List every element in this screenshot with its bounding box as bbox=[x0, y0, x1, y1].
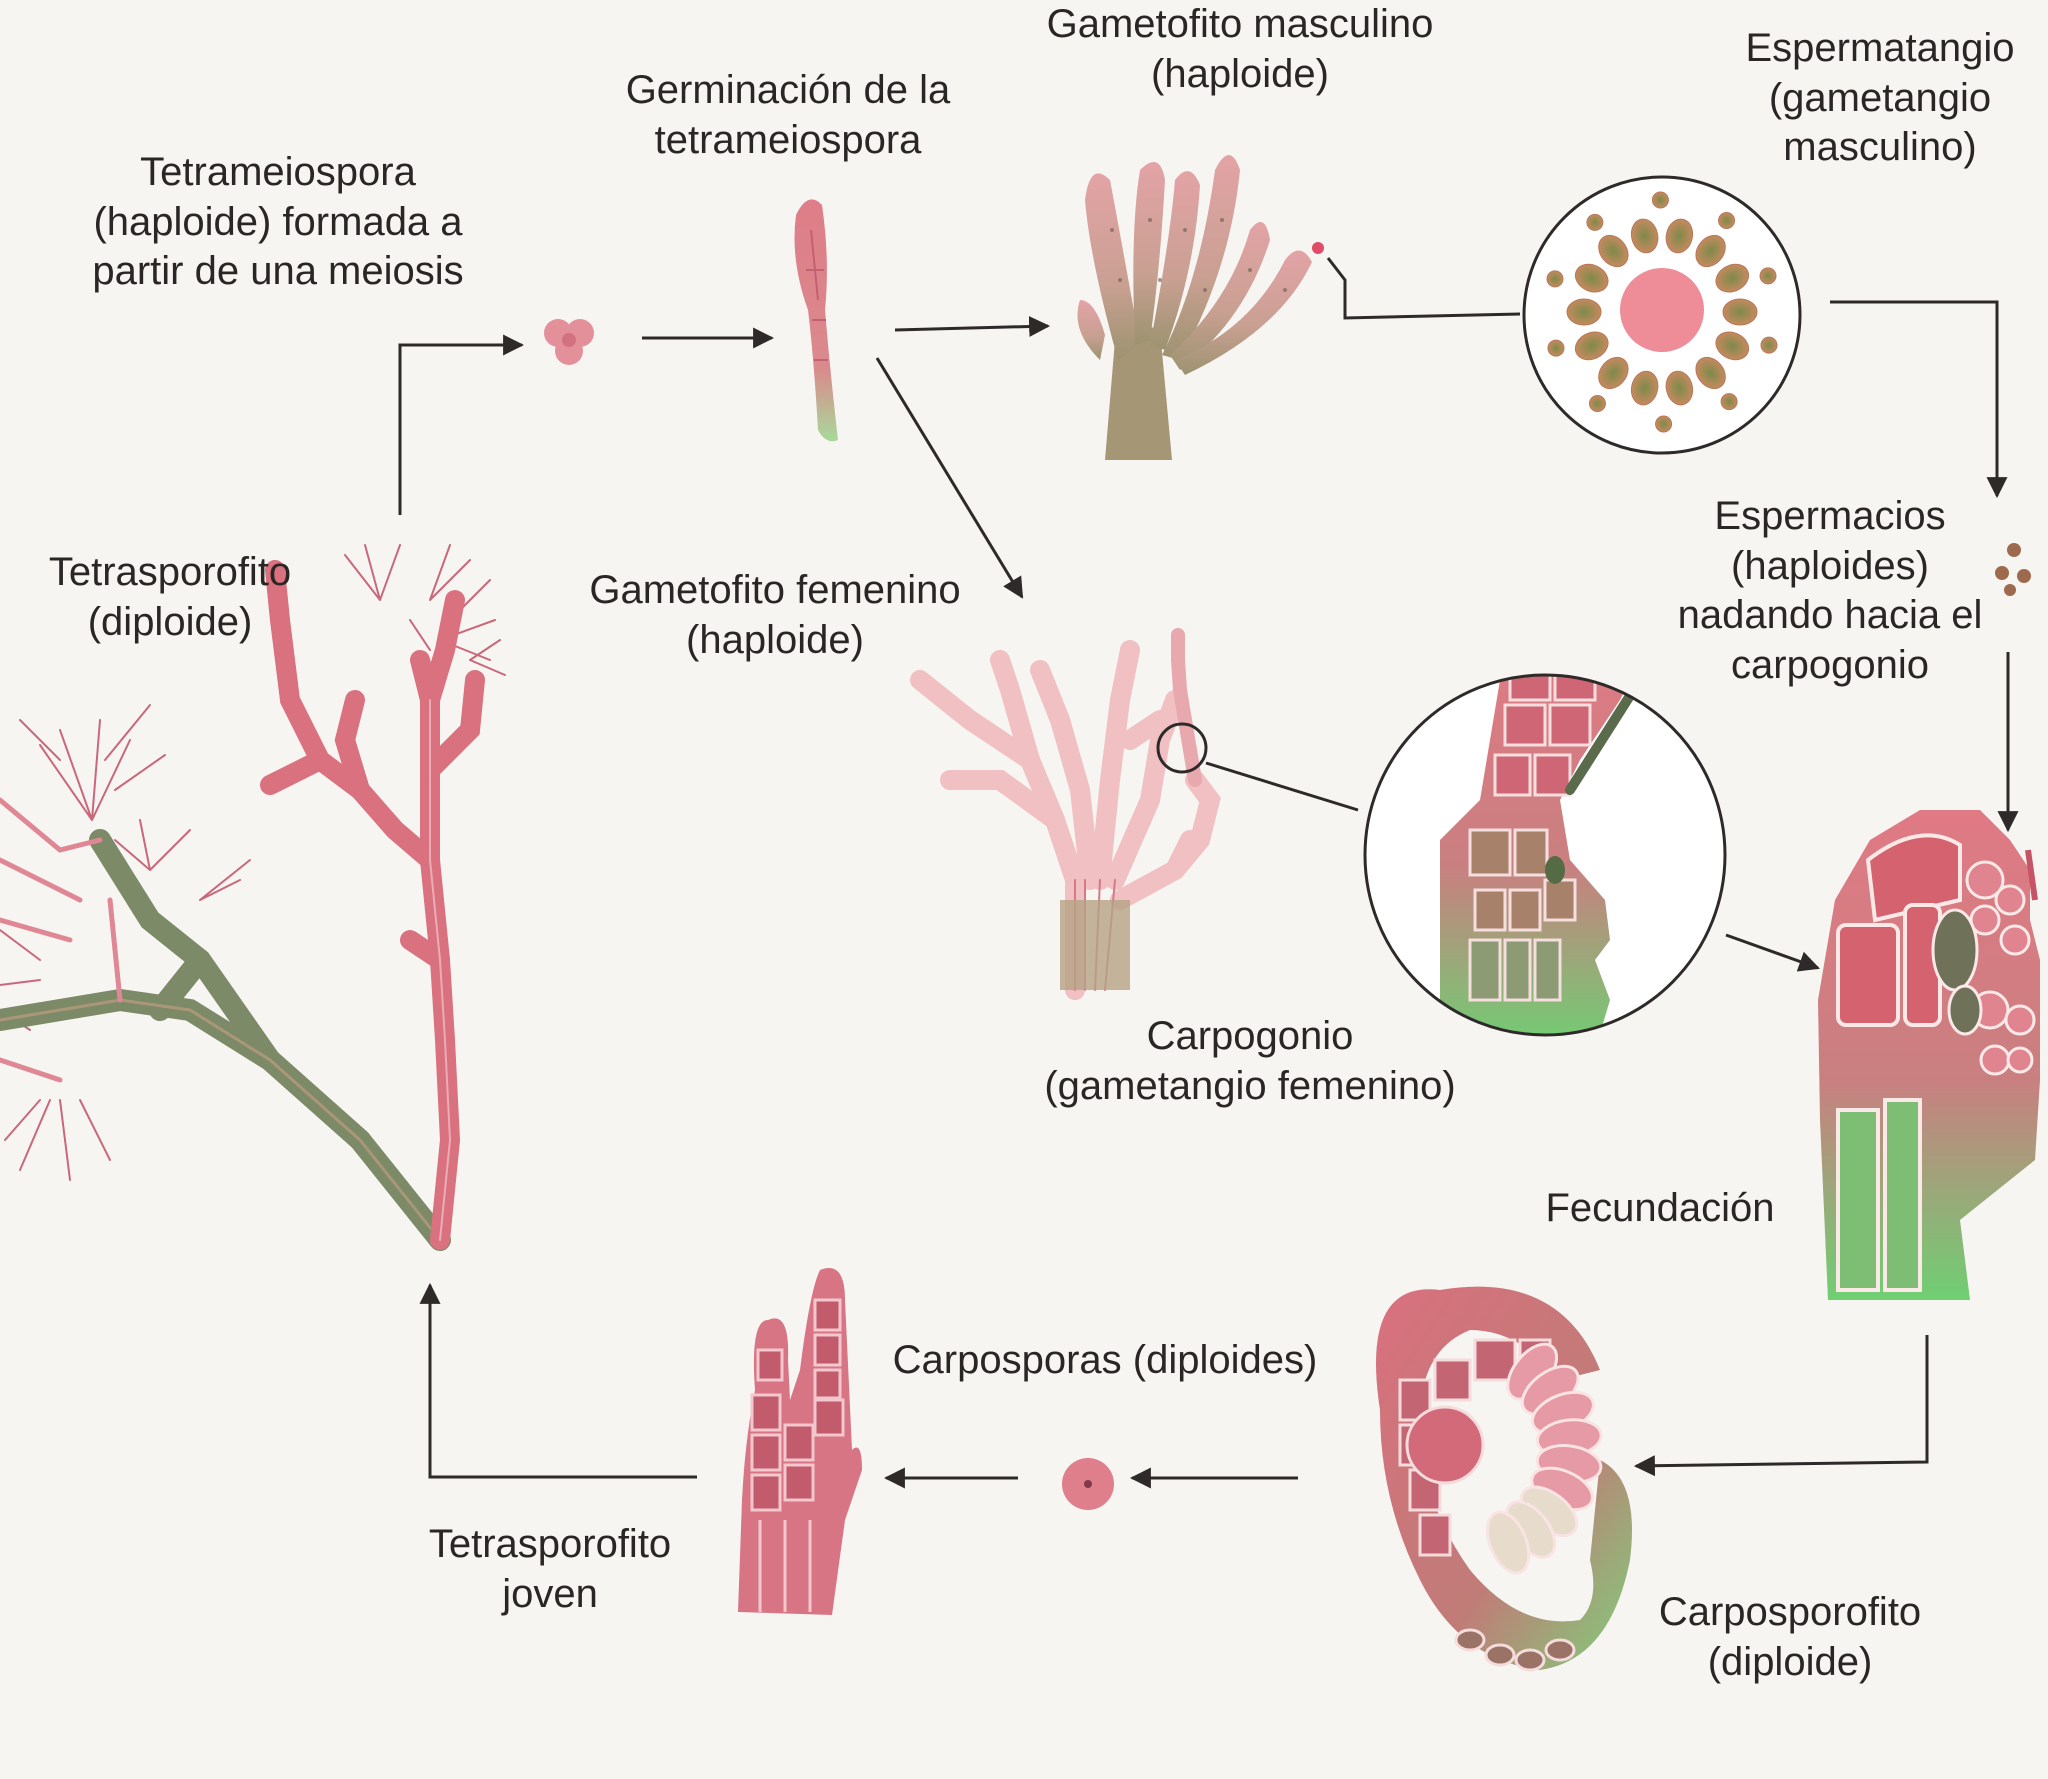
gametofito-masculino-illustration bbox=[1077, 155, 1324, 460]
spermatium-cell bbox=[1695, 356, 1726, 390]
label-carposporofito: Carposporofito (diploide) bbox=[1630, 1588, 1950, 1687]
label-tetrasporofito-line-1: Tetrasporofito bbox=[48, 550, 292, 594]
label-germinacion-line-1: Germinación de la bbox=[625, 68, 951, 112]
spermatium-cell bbox=[1715, 263, 1750, 293]
gametofito-femenino-illustration bbox=[910, 628, 1221, 1000]
espermatangio-illustration bbox=[1522, 175, 1802, 455]
label-espermatangio-line-3: masculino) bbox=[1783, 125, 1977, 170]
spermatium-cell bbox=[1566, 298, 1602, 326]
label-carposporofito-line-2: (diploide) bbox=[1707, 1639, 1873, 1684]
label-carposporas-line-1: Carposporas (diploides) bbox=[892, 1338, 1318, 1382]
label-espermatangio-line-1: Espermatangio bbox=[1745, 26, 2015, 70]
label-gametofito-masculino-line-2: (haploide) bbox=[1151, 51, 1329, 96]
label-gametofito-femenino-line-1: Gametofito femenino bbox=[589, 568, 961, 612]
spermatium-cell bbox=[1665, 218, 1694, 254]
arrow-fecundacion-to-carposporofito bbox=[1633, 1335, 1929, 1477]
arrow-germinacion-to-gametofito-masculino bbox=[894, 315, 1051, 337]
label-tetrameiospora-line-2: (haploide) formada a bbox=[93, 199, 463, 244]
spermatium-cell bbox=[1598, 356, 1629, 390]
germinacion-illustration bbox=[794, 199, 838, 442]
tetrasporofito-joven-illustration bbox=[738, 1268, 862, 1615]
cycle-arrows bbox=[398, 257, 2019, 1489]
spermatium-cell bbox=[1718, 211, 1736, 229]
label-tetrasporofito-joven-line-2: joven bbox=[502, 1571, 598, 1616]
spermatium-cell bbox=[1722, 298, 1758, 326]
carpogonio-illustration bbox=[1363, 673, 1727, 1037]
label-germinacion: Germinación de la tetrameiospora bbox=[588, 66, 988, 165]
label-carposporofito-line-1: Carposporofito bbox=[1658, 1590, 1922, 1634]
arrow-young-tetrasporofito-to-tetrasporofito bbox=[419, 1282, 697, 1479]
label-espermacios-line-1: Espermacios bbox=[1714, 494, 1946, 538]
label-espermacios-line-3: nadando hacia el bbox=[1677, 593, 1983, 638]
tetrasporofito-illustration bbox=[0, 544, 506, 1251]
tetrameiospora-illustration bbox=[544, 319, 594, 365]
label-gametofito-masculino-line-1: Gametofito masculino bbox=[1046, 2, 1434, 46]
label-gametofito-femenino: Gametofito femenino (haploide) bbox=[550, 566, 1000, 665]
label-carpogonio-line-2: (gametangio femenino) bbox=[1044, 1063, 1456, 1108]
label-fecundacion: Fecundación bbox=[1500, 1184, 1820, 1234]
spermatium-cell bbox=[1547, 339, 1565, 357]
spermatium-cell bbox=[1588, 395, 1606, 413]
connector-male-to-espermatangio bbox=[1326, 257, 1521, 320]
spermatium-cell bbox=[1630, 218, 1659, 254]
spermatium-cell bbox=[1630, 370, 1659, 406]
arrow-tetrasporofito-to-tetrameiospora bbox=[398, 334, 525, 515]
label-carpogonio: Carpogonio (gametangio femenino) bbox=[1000, 1012, 1500, 1111]
label-tetrasporofito: Tetrasporofito (diploide) bbox=[20, 548, 320, 647]
spermatium-cell bbox=[1586, 213, 1604, 231]
label-carpogonio-line-1: Carpogonio bbox=[1146, 1014, 1354, 1058]
label-espermacios-line-2: (haploides) bbox=[1731, 543, 1929, 588]
connector-female-to-carpogonio bbox=[1205, 761, 1359, 812]
spermatium-cell bbox=[1655, 415, 1673, 433]
spermatium-cell bbox=[1574, 331, 1609, 361]
spermatium-cell bbox=[1546, 270, 1564, 288]
spermatium-cell bbox=[1695, 234, 1726, 268]
label-carposporas: Carposporas (diploides) bbox=[855, 1336, 1355, 1386]
carposporofito-illustration bbox=[1376, 1286, 1632, 1672]
spermatium-cell bbox=[1760, 336, 1778, 354]
label-tetrasporofito-joven: Tetrasporofito joven bbox=[390, 1520, 710, 1619]
label-tetrameiospora-line-3: partir de una meiosis bbox=[92, 249, 464, 294]
label-tetrameiospora: Tetrameiospora (haploide) formada a part… bbox=[68, 148, 488, 297]
label-espermatangio: Espermatangio (gametangio masculino) bbox=[1710, 24, 2048, 173]
label-germinacion-line-2: tetrameiospora bbox=[654, 117, 922, 162]
spermatium-cell bbox=[1651, 191, 1669, 209]
spermatium-cell bbox=[1759, 267, 1777, 285]
arrow-carpogonio-to-fecundacion bbox=[1725, 933, 1820, 972]
espermacios-illustration bbox=[1995, 543, 2031, 596]
spermatium-cell bbox=[1715, 331, 1750, 361]
label-fecundacion-line-1: Fecundación bbox=[1545, 1186, 1775, 1230]
label-tetrameiospora-line-1: Tetrameiospora bbox=[140, 150, 416, 194]
label-espermacios-line-4: carpogonio bbox=[1731, 642, 1929, 687]
label-espermatangio-line-2: (gametangio bbox=[1768, 75, 1992, 120]
label-gametofito-femenino-line-2: (haploide) bbox=[686, 617, 864, 662]
fecundacion-illustration bbox=[1818, 810, 2040, 1300]
carpospore-cell bbox=[1485, 1510, 1531, 1575]
label-tetrasporofito-joven-line-1: Tetrasporofito bbox=[428, 1522, 672, 1566]
label-espermacios: Espermacios (haploides) nadando hacia el… bbox=[1650, 492, 2010, 690]
spermatium-cell bbox=[1720, 393, 1738, 411]
spermatium-cell bbox=[1598, 234, 1629, 268]
arrow-germinacion-to-gametofito-femenino bbox=[875, 357, 1024, 599]
label-gametofito-masculino: Gametofito masculino (haploide) bbox=[1000, 0, 1480, 99]
spermatium-cell bbox=[1665, 370, 1694, 406]
carposporas-illustration bbox=[1062, 1458, 1114, 1510]
spermatium-cell bbox=[1574, 263, 1609, 293]
arrow-espermatangio-to-espermacios bbox=[1830, 300, 2008, 499]
label-tetrasporofito-line-2: (diploide) bbox=[87, 599, 253, 644]
